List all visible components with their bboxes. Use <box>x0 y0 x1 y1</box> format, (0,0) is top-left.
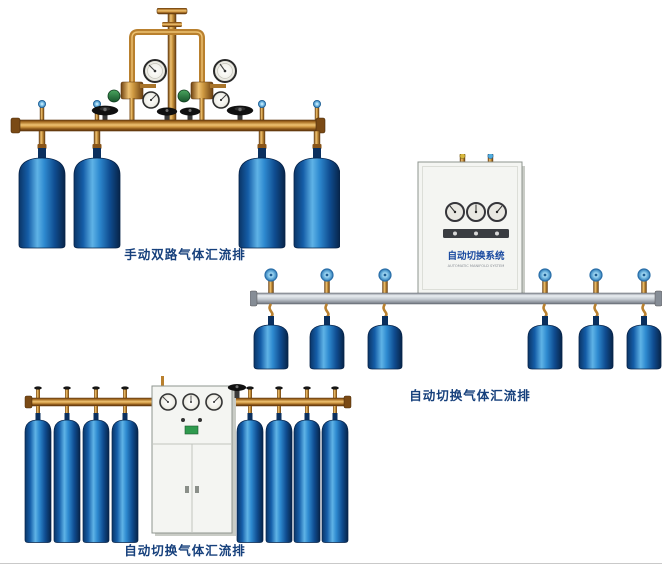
cylinder-connector <box>35 406 338 421</box>
regulator-knob-icon <box>177 89 191 103</box>
manifold-pipe <box>10 117 326 134</box>
control-cabinet: 自动切换系统 AUTOMATIC MANIFOLD SYSTEM <box>417 161 525 296</box>
gas-cylinder <box>626 324 662 370</box>
pressure-gauge-icon <box>182 393 200 411</box>
gas-cylinder <box>111 419 139 543</box>
valve-handwheel-icon <box>246 386 254 390</box>
cylinder-connector <box>268 303 647 327</box>
valve-knob-icon <box>459 154 466 159</box>
cylinder-valve-riser <box>37 100 321 121</box>
gas-cylinder <box>527 324 563 370</box>
gas-cylinder <box>578 324 614 370</box>
valve-handwheel-icon <box>303 386 311 390</box>
valve-handwheel-icon <box>331 386 339 390</box>
product-image-manual-dual-manifold <box>10 8 340 250</box>
door-handle <box>195 486 199 493</box>
indicator-light-icon <box>181 418 185 422</box>
divider <box>0 563 662 564</box>
valve-handwheel-icon <box>121 386 129 390</box>
valve-handwheel-icon <box>63 386 71 390</box>
auto-switch-floor-illustration <box>24 376 352 543</box>
product-caption: 自动切换气体汇流排 <box>409 388 531 403</box>
pressure-regulator <box>177 59 237 120</box>
pressure-gauge-icon <box>466 202 486 222</box>
cylinder-valve-risers <box>34 386 339 398</box>
pressure-gauge-icon <box>143 59 167 83</box>
manual-dual-manifold-illustration <box>10 8 340 249</box>
indicator-light-icon <box>453 231 457 236</box>
indicator-light-icon <box>198 418 202 422</box>
valve-handwheel-icon <box>91 105 119 120</box>
pressure-gauge-icon <box>212 91 230 109</box>
indicator-light-icon <box>495 231 499 236</box>
manifold-pipe <box>250 290 662 307</box>
gas-cylinder <box>309 324 345 370</box>
pressure-gauge-icon <box>213 59 237 83</box>
valve-handwheel-icon <box>227 384 247 398</box>
auto-switch-wall-illustration: 自动切换系统 AUTOMATIC MANIFOLD SYSTEM <box>250 154 662 370</box>
gas-cylinder <box>24 419 52 543</box>
gas-cylinder <box>253 324 289 370</box>
product-image-auto-switch-wall: 自动切换系统 AUTOMATIC MANIFOLD SYSTEM <box>250 154 662 372</box>
valve-handwheel-icon <box>179 107 201 120</box>
valve-knob-icon <box>257 100 266 109</box>
gas-cylinder <box>293 419 321 543</box>
cabinet-label: 自动切换系统 <box>447 250 505 262</box>
gas-cylinder <box>293 157 340 249</box>
valve-handwheel-icon <box>156 107 178 120</box>
cylinder-connector <box>37 130 322 159</box>
gas-cylinder <box>321 419 349 543</box>
cabinet-sublabel: AUTOMATIC MANIFOLD SYSTEM <box>448 264 505 268</box>
pressure-gauge-icon <box>445 202 465 222</box>
product-caption: 自动切换气体汇流排 <box>124 543 246 558</box>
gas-cylinder <box>73 157 121 249</box>
cylinder-valves <box>264 268 651 295</box>
pressure-gauge-icon <box>142 91 160 109</box>
indicator-light-icon <box>474 231 478 236</box>
pressure-gauge-icon <box>159 393 177 411</box>
door-handle <box>185 486 189 493</box>
cabinet-top-pipes <box>459 154 494 166</box>
pressure-gauge-icon <box>487 202 507 222</box>
valve-handwheel-icon <box>275 386 283 390</box>
gas-cylinder <box>18 157 66 249</box>
product-caption: 手动双路气体汇流排 <box>124 247 246 262</box>
gas-cylinder <box>238 157 286 249</box>
product-image-auto-switch-floor <box>15 376 355 544</box>
header-pipe <box>129 8 205 121</box>
pressure-regulator <box>107 59 167 120</box>
valve-knob-icon <box>312 100 321 109</box>
valve-handwheel-icon <box>34 386 42 390</box>
gas-cylinder <box>82 419 110 543</box>
valve-handwheel-icon <box>226 105 254 120</box>
regulator-knob-icon <box>107 89 121 103</box>
gas-cylinder <box>265 419 293 543</box>
valve-handwheel-icon <box>92 386 100 390</box>
valve-knob-icon <box>37 100 46 109</box>
gas-cylinder <box>236 419 264 543</box>
pressure-gauge-icon <box>205 393 223 411</box>
valve-knob-icon <box>487 154 494 159</box>
gas-cylinder <box>53 419 81 543</box>
display-panel <box>184 425 199 435</box>
control-cabinet <box>151 376 236 536</box>
gas-cylinder <box>367 324 403 370</box>
